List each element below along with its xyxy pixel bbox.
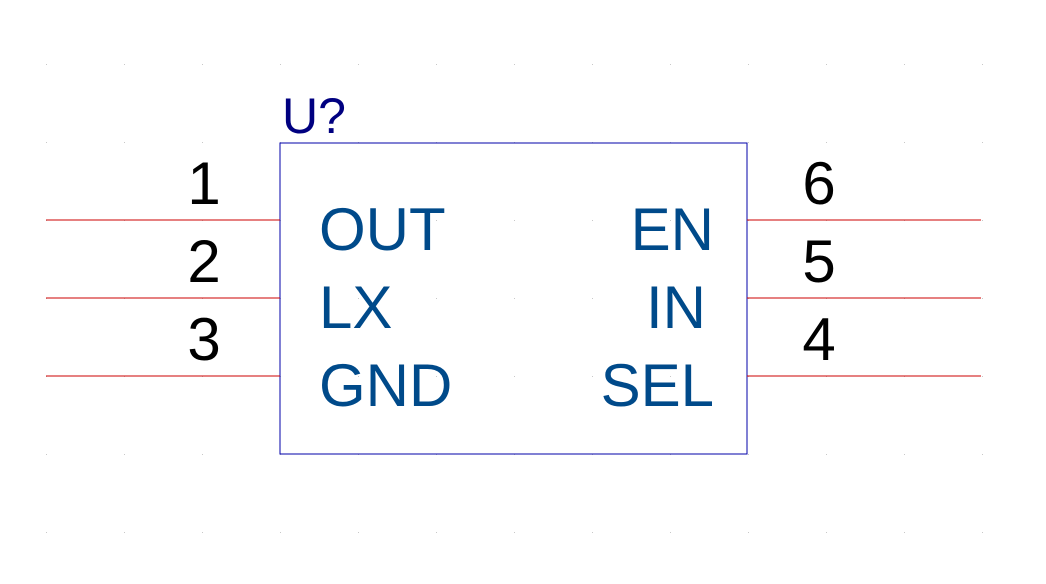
grid-dot (748, 532, 749, 533)
grid-dot (982, 298, 983, 299)
grid-dot (202, 532, 203, 533)
grid-dot (358, 220, 359, 221)
pin-name-right-6: EN (631, 196, 714, 263)
grid-dot (904, 532, 905, 533)
pin-left-1[interactable]: 1 OUT (46, 150, 446, 263)
grid-dot (670, 64, 671, 65)
pin-number-left-2: 2 (187, 228, 220, 295)
grid-dot (982, 532, 983, 533)
grid-dot (670, 532, 671, 533)
pin-name-right-5: IN (646, 274, 706, 341)
pin-right-6[interactable]: 6 EN (631, 150, 981, 263)
grid-dot (46, 454, 47, 455)
grid-dot (436, 220, 437, 221)
grid-dot (670, 298, 671, 299)
grid-dot (280, 532, 281, 533)
grid-dot (358, 376, 359, 377)
grid-dot (592, 64, 593, 65)
grid-dot (826, 142, 827, 143)
grid-dot (436, 532, 437, 533)
grid-dot (670, 220, 671, 221)
grid-dot (904, 64, 905, 65)
grid-dot (748, 64, 749, 65)
pin-name-left-2: LX (319, 274, 392, 341)
grid-dot (46, 64, 47, 65)
pin-number-right-5: 5 (802, 228, 835, 295)
grid-dot (748, 142, 749, 143)
grid-dot (982, 142, 983, 143)
grid-dot (592, 220, 593, 221)
grid-dot (514, 64, 515, 65)
grid-dot (358, 298, 359, 299)
grid-dot (202, 142, 203, 143)
pin-name-right-4: SEL (601, 352, 714, 419)
pin-right-5[interactable]: 5 IN (646, 228, 981, 341)
grid-dot (982, 220, 983, 221)
grid-dot (124, 142, 125, 143)
pin-number-right-6: 6 (802, 150, 835, 217)
grid-dot (592, 532, 593, 533)
grid-dot (124, 532, 125, 533)
grid-dot (826, 64, 827, 65)
grid-dot (436, 298, 437, 299)
grid-dot (514, 298, 515, 299)
grid-dot (592, 376, 593, 377)
grid-dot (982, 454, 983, 455)
grid-dot (748, 454, 749, 455)
grid-dot (514, 376, 515, 377)
pin-left-3[interactable]: 3 GND (46, 306, 452, 419)
grid-dot (982, 376, 983, 377)
grid-dot (280, 64, 281, 65)
grid-dot (124, 454, 125, 455)
grid-dot (826, 454, 827, 455)
grid-dot (592, 298, 593, 299)
pin-right-4[interactable]: 4 SEL (601, 306, 981, 419)
pin-number-right-4: 4 (802, 306, 835, 373)
grid-dot (982, 64, 983, 65)
grid-dot (358, 64, 359, 65)
grid-dot (904, 454, 905, 455)
grid-dot (358, 532, 359, 533)
grid-dot (514, 532, 515, 533)
grid-dot (46, 532, 47, 533)
grid-dot (826, 532, 827, 533)
grid-dot (436, 64, 437, 65)
grid-dot (904, 142, 905, 143)
grid-dot (436, 376, 437, 377)
grid-dot (202, 454, 203, 455)
component-designator: U? (282, 88, 346, 144)
pin-left-2[interactable]: 2 LX (46, 228, 392, 341)
grid-dot (670, 376, 671, 377)
pin-name-left-1: OUT (319, 196, 446, 263)
pin-number-left-1: 1 (187, 150, 220, 217)
grid-dot (202, 64, 203, 65)
grid-dot (46, 142, 47, 143)
pin-number-left-3: 3 (187, 306, 220, 373)
pin-name-left-3: GND (319, 352, 452, 419)
grid-dot (514, 220, 515, 221)
grid-dot (124, 64, 125, 65)
